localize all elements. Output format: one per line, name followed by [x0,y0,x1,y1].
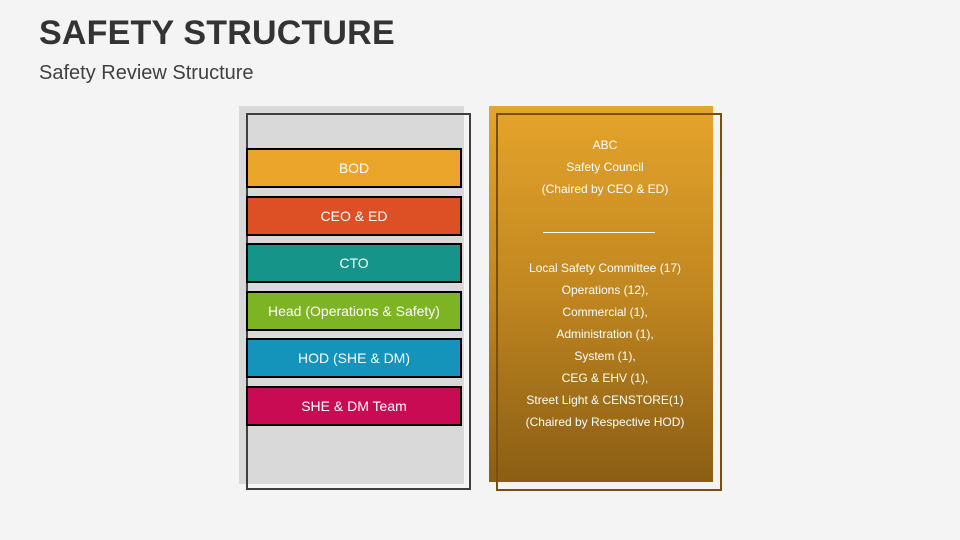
council-line: Commercial (1), [562,305,648,319]
tier-ceo-ed: CEO & ED [246,196,462,236]
tier-cto: CTO [246,243,462,283]
tier-she-dm-team: SHE & DM Team [246,386,462,426]
council-line: (Chaired by Respective HOD) [525,415,685,429]
council-panel-background [489,106,713,482]
tier-head-operations-safety: Head (Operations & Safety) [246,291,462,331]
council-line: System (1), [574,349,636,363]
page-title: SAFETY STRUCTURE [39,14,395,52]
tier-hod-she-dm: HOD (SHE & DM) [246,338,462,378]
council-line: Safety Council [566,160,644,174]
council-line: Local Safety Committee (17) [528,261,682,275]
council-line: ABC [592,138,618,152]
council-line: CEG & EHV (1), [561,371,649,385]
tier-bod: BOD [246,148,462,188]
council-top-text: ABC Safety Council (Chaired by CEO & ED) [489,134,721,200]
council-line: Street Light & CENSTORE(1) [526,393,684,407]
page-subtitle: Safety Review Structure [39,62,254,84]
council-line: (Chaired by CEO & ED) [541,182,669,196]
council-line: Operations (12), [561,283,649,297]
council-panel-frame [496,113,722,491]
council-divider [543,232,655,233]
council-bottom-text: Local Safety Committee (17) Operations (… [489,257,721,433]
council-line: Administration (1), [556,327,654,341]
